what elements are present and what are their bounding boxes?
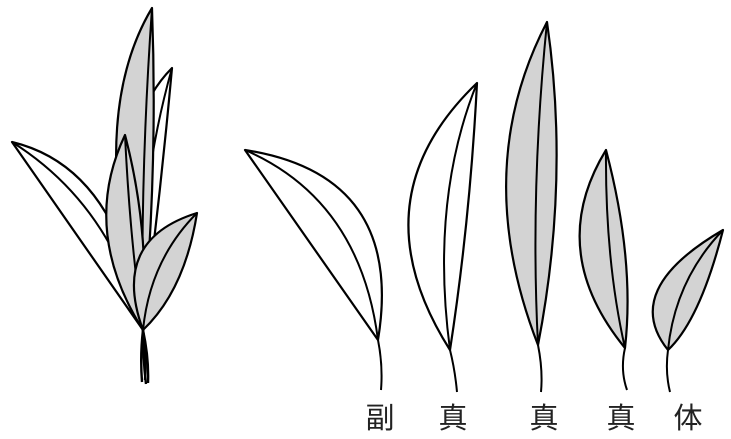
label-fuku: 副 — [360, 400, 400, 436]
label-tai: 体 — [668, 400, 708, 436]
leaf-fuku — [245, 150, 382, 390]
label-shin-2: 真 — [524, 400, 564, 436]
label-shin-3: 真 — [601, 400, 641, 436]
assembled-stem-bundle — [141, 330, 148, 384]
assembled-arrangement — [12, 8, 197, 384]
leaf-shin-medium-gray — [580, 150, 628, 390]
leaf-shin-white — [408, 83, 477, 392]
leaf-shin-tall-gray — [506, 22, 557, 392]
leaf-tai — [653, 230, 723, 392]
label-shin-1: 真 — [433, 400, 473, 436]
